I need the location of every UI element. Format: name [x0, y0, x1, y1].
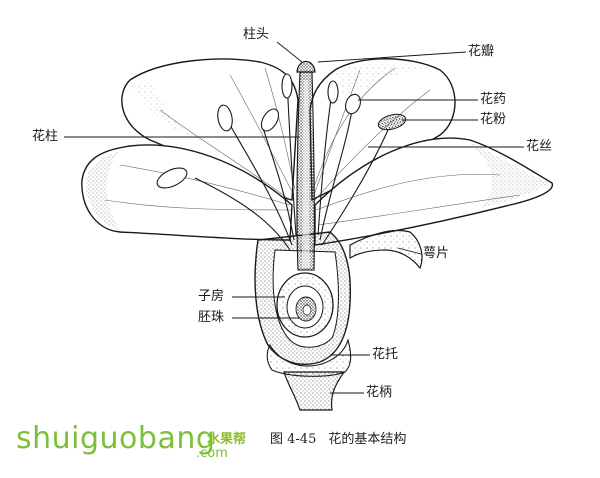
label-receptacle: 花托 — [372, 347, 399, 362]
filaments — [194, 79, 389, 251]
watermark-domain: .com — [196, 446, 228, 461]
caption-title: 花的基本结构 — [328, 432, 407, 447]
pedicel — [283, 371, 346, 411]
label-filament: 花丝 — [526, 139, 553, 154]
label-ovary: 子房 — [198, 289, 225, 304]
label-style: 花柱 — [32, 129, 59, 144]
watermark-cn: 水果帮 — [207, 432, 247, 447]
watermark-text: shuiguobang — [16, 421, 216, 456]
label-petal: 花瓣 — [468, 44, 495, 59]
left-lower-petal — [81, 144, 293, 241]
caption-number: 图 4-45 — [270, 432, 317, 447]
figure-caption: 图 4-45 花的基本结构 — [270, 428, 418, 447]
label-anther: 花药 — [480, 92, 507, 107]
receptacle — [266, 337, 352, 377]
sepal — [349, 229, 423, 270]
stigma — [296, 60, 316, 73]
leader-lines — [64, 41, 524, 394]
label-ovule: 胚珠 — [198, 310, 225, 325]
anthers — [156, 73, 361, 189]
label-stigma: 柱头 — [243, 27, 270, 42]
label-pollen: 花粉 — [480, 112, 507, 127]
label-sepal: 萼片 — [423, 246, 450, 261]
label-pedicel: 花柄 — [366, 385, 393, 400]
pollen-cluster — [377, 113, 407, 131]
